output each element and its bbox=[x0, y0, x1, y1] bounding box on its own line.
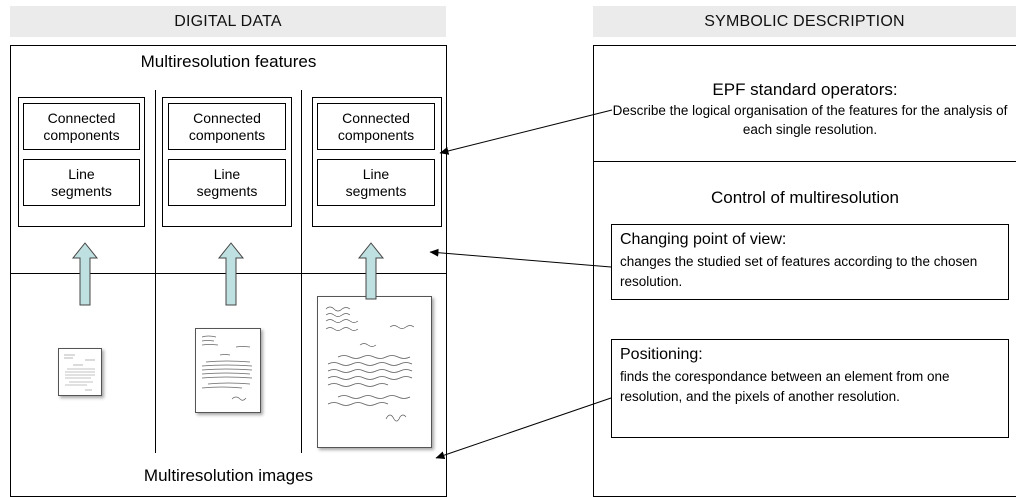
multiresolution-features-title: Multiresolution features bbox=[140, 52, 317, 71]
connected-components-box-2: Connected components bbox=[168, 103, 286, 150]
cpov-to-features-arrow bbox=[429, 248, 612, 268]
connected-components-box-1: Connected components bbox=[23, 103, 140, 150]
epf-to-features-arrow bbox=[439, 109, 613, 155]
positioning-description: finds the corespondance between an eleme… bbox=[620, 369, 950, 404]
column-divider bbox=[155, 90, 156, 453]
connected-components-box-3: Connected components bbox=[317, 103, 435, 150]
line-segments-box-3: Line segments bbox=[317, 159, 435, 206]
symbolic-panel-divider bbox=[593, 161, 1016, 162]
positioning-title: Positioning: bbox=[620, 346, 703, 363]
changing-point-of-view-description: changes the studied set of features acco… bbox=[620, 254, 978, 289]
epf-operators-title: EPF standard operators: bbox=[712, 80, 898, 99]
handwriting-lines-icon bbox=[201, 335, 253, 401]
symbolic-description-header: SYMBOLIC DESCRIPTION bbox=[593, 6, 1016, 37]
document-thumbnail-medium bbox=[195, 328, 261, 413]
feature-group-2 bbox=[162, 97, 292, 227]
feature-group-3 bbox=[312, 97, 442, 227]
positioning-to-images-arrow bbox=[435, 397, 612, 460]
feature-group-1 bbox=[18, 97, 145, 227]
handwriting-lines-icon bbox=[325, 306, 415, 422]
document-thumbnail-large bbox=[317, 296, 432, 448]
changing-point-of-view-box: Changing point of view: changes the stud… bbox=[611, 224, 1009, 300]
control-multiresolution-title: Control of multiresolution bbox=[710, 188, 900, 207]
digital-data-header: DIGITAL DATA bbox=[10, 6, 446, 37]
changing-point-of-view-title: Changing point of view: bbox=[620, 231, 787, 248]
multiresolution-images-title: Multiresolution images bbox=[143, 466, 314, 485]
document-thumbnail-small bbox=[58, 348, 102, 396]
features-images-divider bbox=[10, 273, 447, 274]
positioning-box: Positioning: finds the corespondance bet… bbox=[611, 339, 1009, 438]
line-segments-box-1: Line segments bbox=[23, 159, 140, 206]
line-segments-box-2: Line segments bbox=[168, 159, 286, 206]
column-divider bbox=[301, 90, 302, 453]
epf-operators-description: Describe the logical organisation of the… bbox=[612, 103, 1008, 137]
handwriting-lines-icon bbox=[64, 354, 95, 391]
